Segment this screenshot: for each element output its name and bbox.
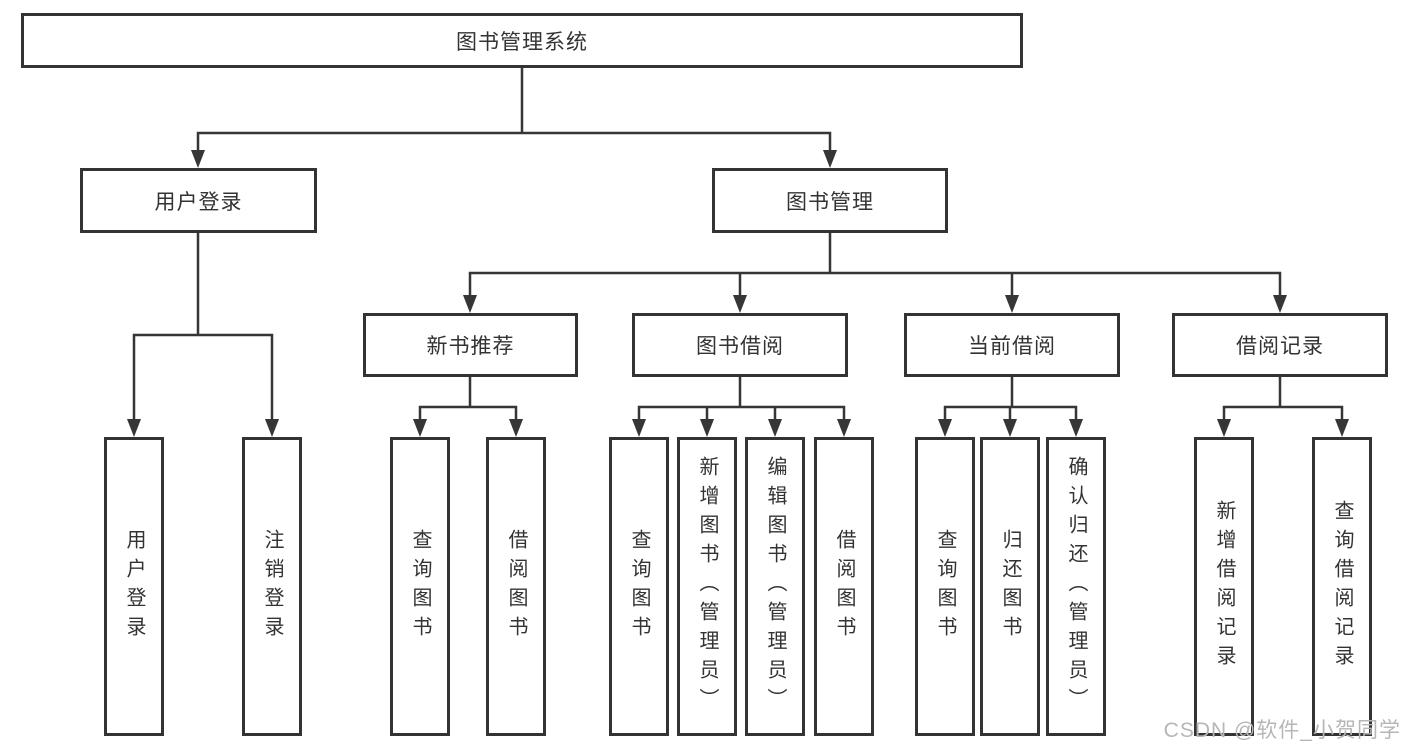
leaf-confirm-return-admin: 确认归还（管理员）: [1046, 437, 1106, 736]
leaf-borrow-query-book-label: 查询图书: [628, 528, 650, 645]
node-current-borrow: 当前借阅: [904, 313, 1120, 377]
node-book-borrow: 图书借阅: [632, 313, 848, 377]
node-book-borrow-label: 图书借阅: [696, 335, 784, 358]
node-new-book-recommend-label: 新书推荐: [426, 335, 515, 358]
node-root: 图书管理系统: [21, 13, 1023, 68]
leaf-add-borrow-record: 新增借阅记录: [1194, 437, 1254, 736]
leaf-user-login: 用户登录: [104, 437, 164, 736]
leaf-logout-label: 注销登录: [261, 528, 283, 645]
node-user-login-label: 用户登录: [154, 190, 243, 214]
arrowhead: [413, 419, 427, 437]
arrowhead: [768, 419, 782, 437]
node-user-login: 用户登录: [80, 168, 317, 233]
leaf-newbook-borrow-book-label: 借阅图书: [505, 528, 527, 645]
connector-book-management-to-level3: [463, 231, 1287, 313]
connector-borrow-record-to-leaves: [1217, 375, 1349, 437]
leaf-user-login-label: 用户登录: [123, 528, 145, 645]
leaf-borrow-book-label: 借阅图书: [833, 528, 855, 645]
connector-book-borrow-to-leaves: [632, 375, 851, 437]
connector-new-book-to-leaves: [413, 375, 523, 437]
leaf-confirm-return-admin-label: 确认归还（管理员）: [1065, 456, 1087, 717]
leaf-logout: 注销登录: [242, 437, 302, 736]
node-root-label: 图书管理系统: [456, 30, 588, 54]
arrowhead: [837, 419, 851, 437]
leaf-current-query-book: 查询图书: [915, 437, 975, 736]
connector-line: [418, 375, 518, 423]
arrowhead: [1069, 419, 1083, 437]
node-borrow-record: 借阅记录: [1172, 313, 1388, 377]
arrowhead: [191, 150, 205, 168]
connector-line: [468, 231, 1282, 299]
arrowhead: [1273, 295, 1287, 313]
arrowhead: [938, 419, 952, 437]
leaf-current-query-book-label: 查询图书: [934, 528, 956, 645]
leaf-newbook-borrow-book: 借阅图书: [486, 437, 546, 736]
leaf-edit-book-admin-label: 编辑图书（管理员）: [764, 456, 786, 717]
arrowhead: [127, 419, 141, 437]
arrowhead: [1005, 295, 1019, 313]
arrowhead: [509, 419, 523, 437]
leaf-borrow-book: 借阅图书: [814, 437, 874, 736]
leaf-query-borrow-record: 查询借阅记录: [1312, 437, 1372, 736]
connector-current-borrow-to-leaves: [938, 375, 1083, 437]
connector-line: [196, 66, 832, 154]
leaf-add-book-admin-label: 新增图书（管理员）: [696, 456, 718, 717]
leaf-query-borrow-record-label: 查询借阅记录: [1331, 499, 1353, 674]
connector-line: [943, 375, 1078, 423]
connector-user-login-to-leaves: [127, 231, 279, 437]
leaf-newbook-query-book-label: 查询图书: [409, 528, 431, 645]
leaf-add-borrow-record-label: 新增借阅记录: [1213, 499, 1235, 674]
node-borrow-record-label: 借阅记录: [1236, 335, 1324, 358]
arrowhead: [265, 419, 279, 437]
arrowhead: [463, 295, 477, 313]
leaf-return-book: 归还图书: [980, 437, 1040, 736]
arrowhead: [700, 419, 714, 437]
connector-line: [132, 231, 274, 423]
connector-root-to-level2: [191, 66, 837, 168]
node-book-management: 图书管理: [712, 168, 948, 233]
arrowhead: [733, 295, 747, 313]
connector-line: [1222, 375, 1344, 423]
node-book-management-label: 图书管理: [786, 190, 874, 214]
leaf-newbook-query-book: 查询图书: [390, 437, 450, 736]
leaf-return-book-label: 归还图书: [999, 528, 1021, 645]
arrowhead: [823, 150, 837, 168]
leaf-borrow-query-book: 查询图书: [609, 437, 669, 736]
node-current-borrow-label: 当前借阅: [968, 335, 1056, 358]
arrowhead: [1003, 419, 1017, 437]
arrowhead: [632, 419, 646, 437]
node-new-book-recommend: 新书推荐: [363, 313, 578, 377]
leaf-edit-book-admin: 编辑图书（管理员）: [745, 437, 805, 736]
leaf-add-book-admin: 新增图书（管理员）: [677, 437, 737, 736]
arrowhead: [1217, 419, 1231, 437]
connector-line: [637, 375, 846, 423]
arrowhead: [1335, 419, 1349, 437]
